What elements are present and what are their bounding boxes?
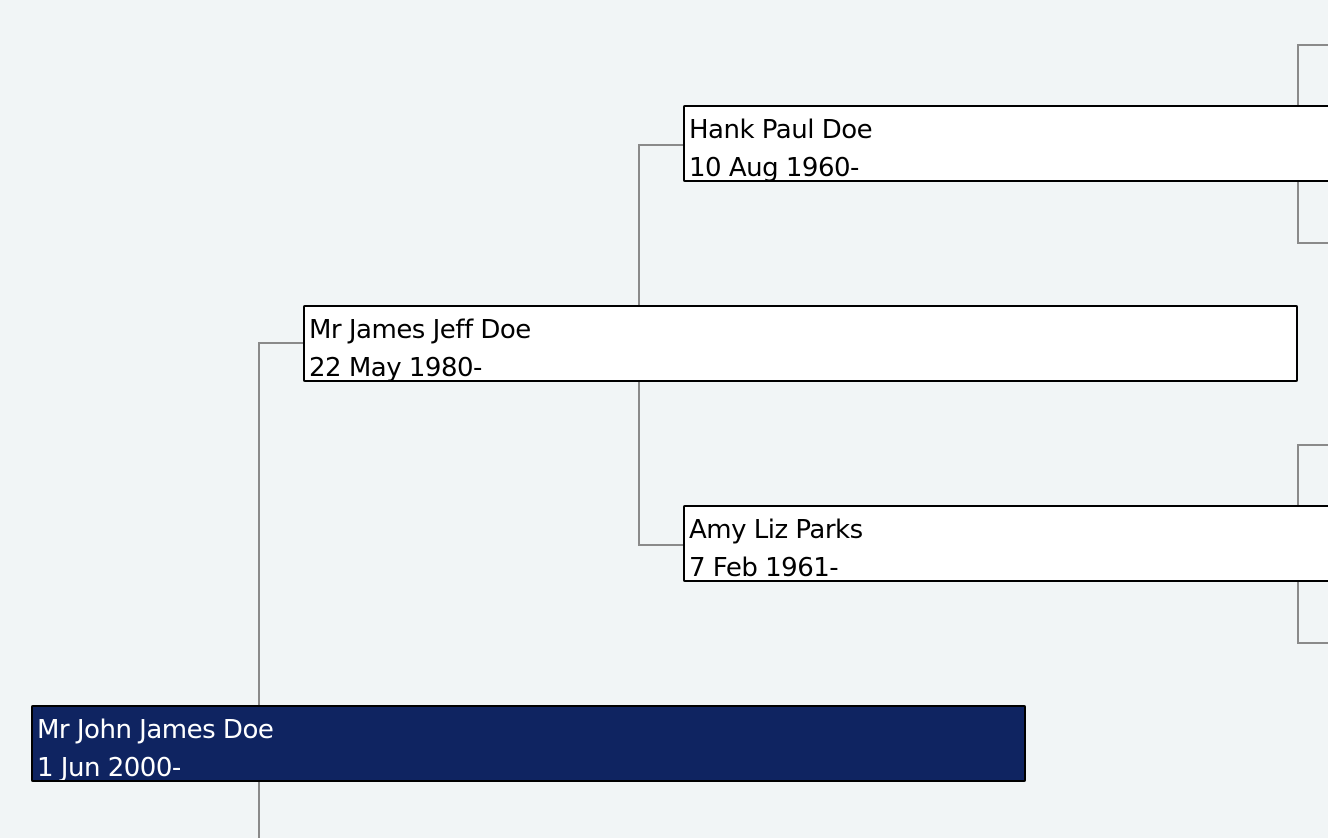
person-dates: 7 Feb 1961- xyxy=(689,553,839,582)
connector-grandfather-up-h xyxy=(1297,44,1328,46)
person-box-root-selected[interactable]: Mr John James Doe 1 Jun 2000- xyxy=(31,705,1026,782)
person-box-paternal-grandfather[interactable]: Hank Paul Doe 10 Aug 1960- xyxy=(683,105,1328,182)
connector-grandfather-down xyxy=(1297,181,1299,244)
person-name: Mr John James Doe xyxy=(37,715,274,745)
person-name: Mr James Jeff Doe xyxy=(309,315,531,345)
connector-root-down xyxy=(258,781,260,838)
connector-grandmother-up xyxy=(1297,444,1299,505)
connector-father-grandfather xyxy=(638,144,640,305)
person-name: Hank Paul Doe xyxy=(689,115,873,145)
connector-root-father-h xyxy=(258,342,304,344)
connector-father-grandmother-h xyxy=(638,544,684,546)
connector-grandmother-up-h xyxy=(1297,444,1328,446)
person-dates: 1 Jun 2000- xyxy=(37,753,181,782)
connector-father-grandfather-h xyxy=(638,144,684,146)
connector-father-grandmother xyxy=(638,381,640,545)
person-dates: 10 Aug 1960- xyxy=(689,153,859,182)
connector-grandfather-down-h xyxy=(1297,242,1328,244)
person-dates: 22 May 1980- xyxy=(309,353,482,382)
person-name: Amy Liz Parks xyxy=(689,515,863,545)
connector-grandmother-down-h xyxy=(1297,642,1328,644)
person-box-father[interactable]: Mr James Jeff Doe 22 May 1980- xyxy=(303,305,1298,382)
person-box-paternal-grandmother[interactable]: Amy Liz Parks 7 Feb 1961- xyxy=(683,505,1328,582)
connector-grandmother-down xyxy=(1297,581,1299,644)
connector-grandfather-up xyxy=(1297,44,1299,105)
connector-root-father xyxy=(258,343,260,705)
